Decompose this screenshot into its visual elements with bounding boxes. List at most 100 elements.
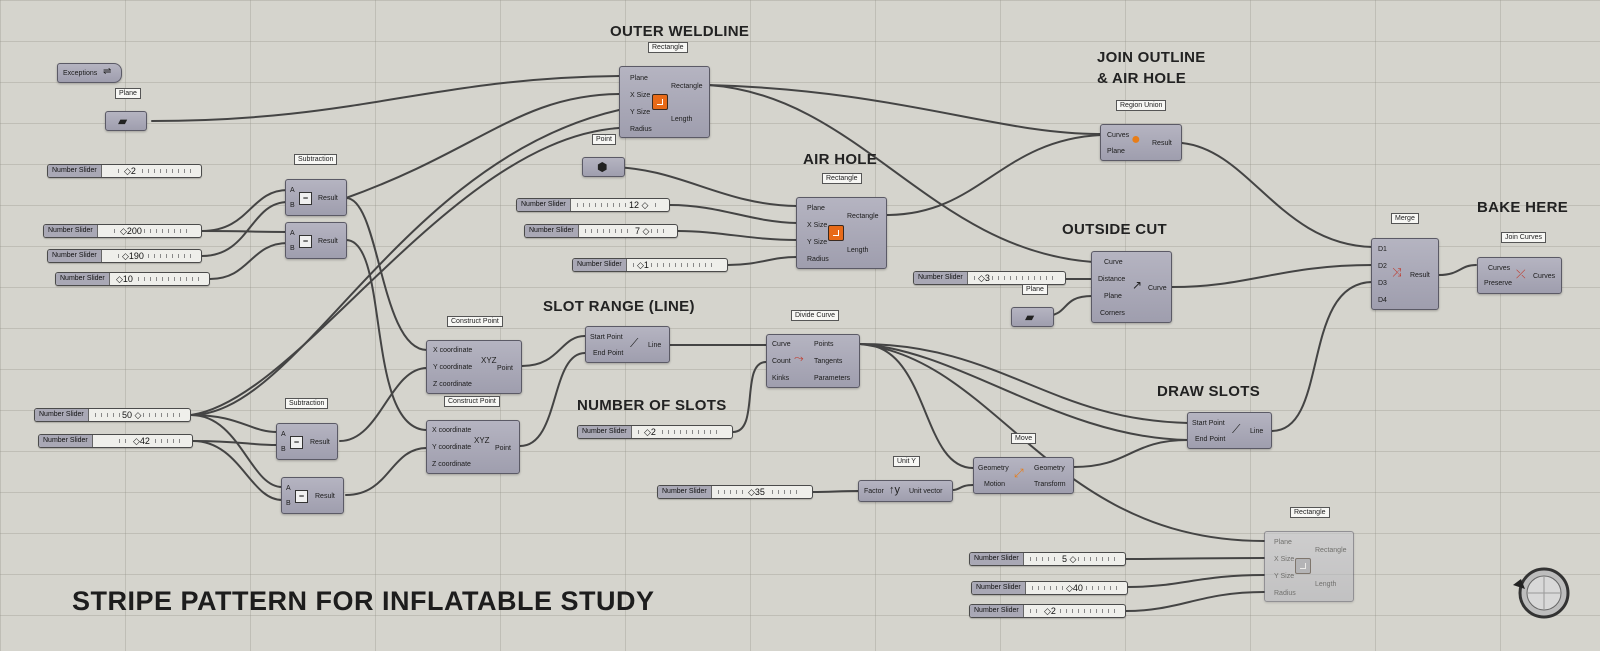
plane-param[interactable]: ▰ [105,111,147,131]
output-points[interactable]: Points [814,341,834,348]
input-y-size[interactable]: Y Size [630,109,651,116]
slider-track[interactable] [1030,607,1115,615]
slider-track[interactable] [118,252,191,260]
input-z-coordinate[interactable]: Z coordinate [433,381,472,388]
output-transform[interactable]: Transform [1034,481,1066,488]
output-line[interactable]: Line [1250,428,1264,435]
slider-track[interactable] [974,274,1055,282]
output-result[interactable]: Result [310,439,330,446]
number-slider[interactable]: Number Slider ◇35 [657,485,813,499]
construct-point-component[interactable]: X coordinate Y coordinate Z coordinate X… [426,420,520,474]
input-geometry[interactable]: Geometry [978,465,1009,472]
input-y-coordinate[interactable]: Y coordinate [433,364,473,371]
input-start-point[interactable]: Start Point [1192,420,1225,427]
subtraction-component[interactable]: A B − Result [281,477,344,514]
input-plane[interactable]: Plane [1104,293,1122,300]
input-factor[interactable]: Factor [864,488,884,495]
slider-track[interactable] [577,201,659,209]
slider-track[interactable] [638,428,722,436]
offset-curve-component[interactable]: Curve Distance Plane Corners ↗ Curve [1091,251,1172,323]
input-distance[interactable]: Distance [1098,276,1126,283]
region-union-component[interactable]: Curves Plane ● Result [1100,124,1182,161]
subtraction-component[interactable]: A B − Result [276,423,338,460]
merge-component[interactable]: D1 D2 D3 D4 ⤨ Result [1371,238,1439,310]
input-y-coordinate[interactable]: Y coordinate [432,444,472,451]
output-result[interactable]: Result [1410,272,1430,279]
output-line[interactable]: Line [648,342,662,349]
input-a[interactable]: A [286,485,291,492]
point-param[interactable]: ⬢ [582,157,625,177]
number-slider[interactable]: Number Slider ◇2 [969,604,1126,618]
input-curves[interactable]: Curves [1107,132,1130,139]
subtraction-component[interactable]: A B − Result [285,222,347,259]
exceptions-param[interactable]: Exceptions ⇌ [57,63,122,83]
slider-track[interactable] [114,227,191,235]
input-d3[interactable]: D3 [1378,280,1387,287]
output-length[interactable]: Length [847,247,869,254]
input-radius[interactable]: Radius [1274,590,1296,597]
input-x-coordinate[interactable]: X coordinate [433,347,473,354]
rectangle-component-outer[interactable]: Plane X Size Y Size Radius Rectangle Len… [619,66,710,138]
input-end-point[interactable]: End Point [1195,436,1226,443]
join-curves-component[interactable]: Curves Preserve ⤫ Curves [1477,257,1562,294]
output-curves[interactable]: Curves [1533,273,1556,280]
input-d2[interactable]: D2 [1378,263,1387,270]
input-b[interactable]: B [286,500,291,507]
input-kinks[interactable]: Kinks [772,375,790,382]
input-d1[interactable]: D1 [1378,246,1387,253]
output-tangents[interactable]: Tangents [814,358,843,365]
input-x-size[interactable]: X Size [1274,556,1295,563]
construct-point-component[interactable]: X coordinate Y coordinate Z coordinate X… [426,340,522,394]
input-b[interactable]: B [290,202,295,209]
output-point[interactable]: Point [497,365,513,372]
plane-param[interactable]: ▰ [1011,307,1054,327]
number-slider[interactable]: Number Slider ◇40 [971,581,1128,595]
subtraction-component[interactable]: A B − Result [285,179,347,216]
input-curve[interactable]: Curve [772,341,791,348]
input-corners[interactable]: Corners [1100,310,1125,317]
input-d4[interactable]: D4 [1378,297,1387,304]
output-unit-vector[interactable]: Unit vector [909,488,943,495]
rectangle-component-air-hole[interactable]: Plane X Size Y Size Radius Rectangle Len… [796,197,887,269]
line-component[interactable]: Start Point End Point ⟋ Line [1187,412,1272,449]
input-count[interactable]: Count [772,358,791,365]
input-z-coordinate[interactable]: Z coordinate [432,461,471,468]
input-start-point[interactable]: Start Point [590,334,623,341]
input-radius[interactable]: Radius [630,126,652,133]
number-slider[interactable]: Number Slider 12 ◇ [516,198,670,212]
input-curves[interactable]: Curves [1488,265,1511,272]
output-rectangle[interactable]: Rectangle [1315,547,1347,554]
input-y-size[interactable]: Y Size [1274,573,1295,580]
number-slider[interactable]: Number Slider 7 ◇ [524,224,678,238]
input-b[interactable]: B [290,245,295,252]
output-point[interactable]: Point [495,445,511,452]
input-x-size[interactable]: X Size [630,92,651,99]
slider-track[interactable] [126,275,199,283]
input-x-coordinate[interactable]: X coordinate [432,427,472,434]
number-slider[interactable]: Number Slider ◇200 [43,224,202,238]
output-rectangle[interactable]: Rectangle [671,83,703,90]
input-a[interactable]: A [290,230,295,237]
number-slider[interactable]: Number Slider 50 ◇ [34,408,191,422]
rectangle-component-disabled[interactable]: Plane X Size Y Size Radius Rectangle Len… [1264,531,1354,602]
output-geometry[interactable]: Geometry [1034,465,1065,472]
number-slider[interactable]: Number Slider 5 ◇ [969,552,1126,566]
number-slider[interactable]: Number Slider ◇2 [47,164,202,178]
number-slider[interactable]: Number Slider ◇3 [913,271,1066,285]
unit-y-component[interactable]: Factor ↑y Unit vector [858,480,953,502]
number-slider[interactable]: Number Slider ◇190 [47,249,202,263]
number-slider[interactable]: Number Slider ◇10 [55,272,210,286]
input-motion[interactable]: Motion [984,481,1006,488]
input-end-point[interactable]: End Point [593,350,624,357]
slider-track[interactable] [585,227,667,235]
output-length[interactable]: Length [671,116,693,123]
output-result[interactable]: Result [315,493,335,500]
number-slider[interactable]: Number Slider ◇42 [38,434,193,448]
output-curve[interactable]: Curve [1148,285,1167,292]
input-b[interactable]: B [281,446,286,453]
slider-track[interactable] [633,261,717,269]
output-result[interactable]: Result [1152,140,1172,147]
divide-curve-component[interactable]: Curve Count Kinks ⤳ Points Tangents Para… [766,334,860,388]
input-a[interactable]: A [281,431,286,438]
slider-track[interactable] [118,167,191,175]
